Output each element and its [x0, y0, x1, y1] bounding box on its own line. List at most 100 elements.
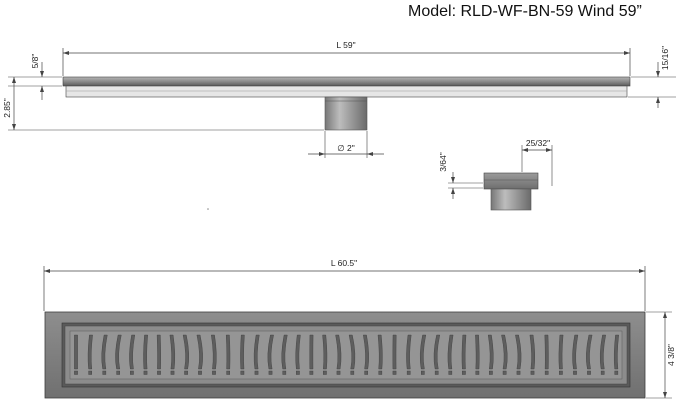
grate-slot-dot [530, 370, 535, 375]
grate-slot [309, 334, 314, 370]
grate-slot-dot [116, 370, 120, 375]
grate-slot-dot [296, 370, 300, 375]
grate-slot [572, 334, 579, 370]
detail-width-arrow-right [546, 148, 552, 152]
grate-slot-dot [544, 370, 549, 375]
grate-slot-dot [475, 370, 480, 375]
grate-slot [335, 334, 342, 370]
grate-slot-dot [364, 370, 369, 375]
grate-slot-dot [323, 370, 327, 375]
grate-slot [544, 334, 549, 370]
channel-body [65, 85, 628, 98]
height-arrow-bottom [12, 124, 16, 130]
grate-slot [169, 334, 176, 370]
length-arrow-left [63, 51, 69, 55]
grate-slot [447, 334, 454, 370]
grate-slot [225, 334, 231, 370]
grate-slot-dot [600, 370, 605, 375]
grate-slot [501, 334, 508, 370]
grate-slot [558, 334, 564, 370]
outlet-plate [483, 172, 539, 190]
grate-slot-dot [130, 370, 134, 375]
grate-slot [487, 334, 494, 370]
detail-width-arrow-left [522, 148, 528, 152]
grate-slot-dot [559, 370, 563, 375]
channel-flange [62, 76, 631, 87]
grate-slot [240, 334, 245, 370]
detail-height-arrow-top [451, 177, 455, 183]
grate-slot [115, 334, 122, 370]
grate-slot-dot [516, 370, 521, 375]
grate-slot [211, 334, 217, 370]
grate-slot-dot [212, 370, 216, 375]
side-view: L 59" 5/8" 2.85" 15/16" [2, 40, 676, 158]
edge-label: 15/16" [660, 46, 670, 70]
grate-slot [613, 334, 619, 370]
grate-slot-dot [378, 370, 383, 375]
grate-slot [129, 334, 136, 370]
outlet-detail: 25/32" 3/64" [438, 138, 553, 211]
grate-slot-dot [102, 370, 107, 375]
grate-slot [101, 334, 108, 370]
edge-arrow-bottom [656, 97, 660, 103]
grate-slot [143, 334, 148, 370]
length-arrow-right [624, 51, 630, 55]
top-width-arrow-top [663, 312, 667, 318]
grate-slot-dot [587, 370, 591, 375]
grate-slot [196, 334, 203, 370]
edge-arrow-top [656, 71, 660, 77]
grate-slot [295, 334, 301, 370]
grate-slots [74, 334, 619, 375]
grate-slot-dot [198, 370, 202, 375]
outlet-stub [490, 188, 532, 211]
grate-slot-dot [157, 370, 161, 375]
height-arrow-top [12, 77, 16, 83]
top-length-label: L 60.5" [331, 258, 357, 268]
grate-slot [599, 334, 606, 370]
length-label: L 59" [336, 40, 355, 50]
detail-height-label: 3/64" [438, 152, 448, 172]
outlet-arrow-right [367, 152, 373, 156]
grate-slot-dot [184, 370, 188, 375]
flange-arrow-bottom [40, 86, 44, 92]
grate-slot-dot [421, 370, 425, 375]
grate-slot-dot [462, 370, 466, 375]
grate-slot-dot [240, 370, 245, 375]
grate-slot-dot [350, 370, 355, 375]
grate-slot [406, 334, 412, 370]
grate-slot [253, 334, 260, 370]
grate-slot [475, 334, 480, 370]
flange-label: 5/8" [30, 54, 40, 69]
grate-slot-dot [226, 370, 231, 375]
grate-slot-dot [392, 370, 397, 375]
stray-mark [207, 208, 209, 210]
grate-slot-dot [143, 370, 148, 375]
grate-slot-dot [170, 370, 175, 375]
grate-slot [281, 334, 288, 370]
grate-slot [74, 334, 78, 370]
flange-arrow-top [40, 71, 44, 77]
outlet-arrow-left [319, 152, 325, 156]
grate-slot-dot [573, 370, 577, 375]
grate-slot-dot [268, 370, 273, 375]
model-title: Model: RLD-WF-BN-59 Wind 59” [408, 3, 642, 20]
grate-slot [363, 334, 369, 370]
outlet-diameter-label: ∅ 2" [337, 143, 355, 153]
grate-slot [348, 334, 356, 370]
grate-slot [515, 334, 522, 370]
grate-slot [461, 334, 467, 370]
grate-slot-dot [406, 370, 411, 375]
grate-slot [586, 334, 593, 370]
grate-slot-dot [282, 370, 287, 375]
grate-slot-dot [614, 370, 619, 375]
grate-slot [377, 334, 383, 370]
top-width-arrow-bottom [663, 392, 667, 398]
detail-height-arrow-bottom [451, 188, 455, 194]
detail-width-label: 25/32" [526, 138, 550, 148]
top-length-arrow-left [44, 269, 50, 273]
grate-slot [182, 334, 190, 370]
grate-slot-dot [489, 370, 493, 375]
grate-slot-field [69, 330, 623, 380]
grate-slot-dot [88, 370, 92, 375]
